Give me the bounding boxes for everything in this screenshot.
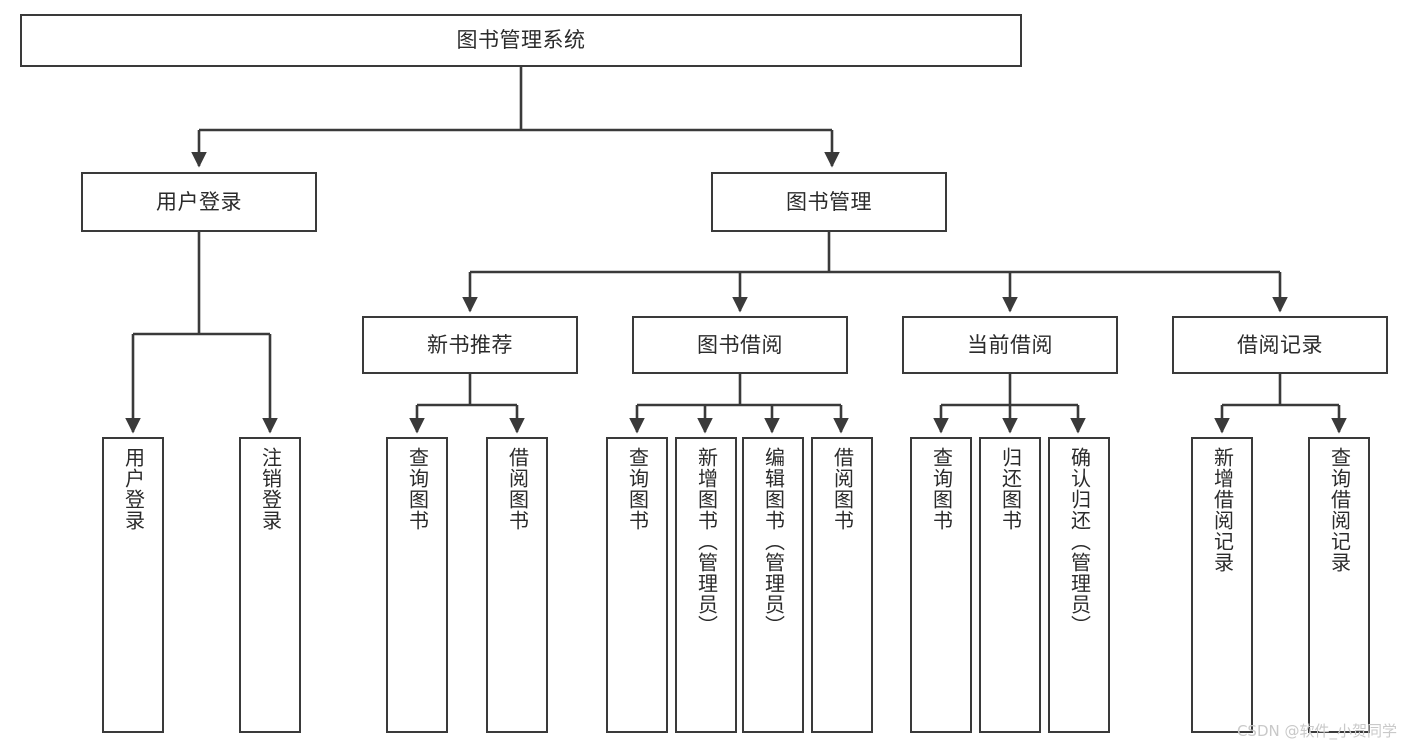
node-label: 查询图书 — [405, 447, 430, 531]
node-root-system[interactable]: 图书管理系统 — [20, 14, 1022, 67]
node-label: 当前借阅 — [967, 332, 1053, 357]
node-label: 确认归还（管理员） — [1067, 447, 1092, 636]
node-label: 借阅记录 — [1237, 332, 1323, 357]
node-label: 归还图书 — [998, 447, 1023, 531]
leaf-new-book-borrow[interactable]: 借阅图书 — [486, 437, 548, 733]
node-label: 查询图书 — [929, 447, 954, 531]
leaf-book-borrow-edit[interactable]: 编辑图书（管理员） — [742, 437, 804, 733]
node-label: 注销登录 — [258, 447, 283, 531]
leaf-current-borrow-confirm-return[interactable]: 确认归还（管理员） — [1048, 437, 1110, 733]
node-label: 借阅图书 — [830, 447, 855, 531]
leaf-new-book-query[interactable]: 查询图书 — [386, 437, 448, 733]
node-label: 新增图书（管理员） — [694, 447, 719, 636]
watermark-text: CSDN @软件_小贺同学 — [1236, 722, 1397, 740]
node-label: 图书管理 — [786, 189, 872, 214]
leaf-book-borrow-borrow[interactable]: 借阅图书 — [811, 437, 873, 733]
node-label: 用户登录 — [156, 189, 242, 214]
node-label: 新增借阅记录 — [1210, 447, 1235, 573]
node-book-borrow[interactable]: 图书借阅 — [632, 316, 848, 374]
node-label: 新书推荐 — [427, 332, 513, 357]
node-borrow-record[interactable]: 借阅记录 — [1172, 316, 1388, 374]
leaf-current-borrow-return[interactable]: 归还图书 — [979, 437, 1041, 733]
leaf-book-borrow-add[interactable]: 新增图书（管理员） — [675, 437, 737, 733]
node-label: 借阅图书 — [505, 447, 530, 531]
leaf-book-borrow-query[interactable]: 查询图书 — [606, 437, 668, 733]
node-user-login[interactable]: 用户登录 — [81, 172, 317, 232]
leaf-user-login-login[interactable]: 用户登录 — [102, 437, 164, 733]
node-label: 用户登录 — [121, 447, 146, 531]
node-label: 查询图书 — [625, 447, 650, 531]
node-current-borrow[interactable]: 当前借阅 — [902, 316, 1118, 374]
leaf-current-borrow-query[interactable]: 查询图书 — [910, 437, 972, 733]
node-new-book-recommend[interactable]: 新书推荐 — [362, 316, 578, 374]
leaf-borrow-record-add[interactable]: 新增借阅记录 — [1191, 437, 1253, 733]
node-label: 编辑图书（管理员） — [761, 447, 786, 636]
leaf-user-login-logout[interactable]: 注销登录 — [239, 437, 301, 733]
node-book-management[interactable]: 图书管理 — [711, 172, 947, 232]
leaf-borrow-record-query[interactable]: 查询借阅记录 — [1308, 437, 1370, 733]
node-label: 图书借阅 — [697, 332, 783, 357]
node-label: 查询借阅记录 — [1327, 447, 1352, 573]
node-label: 图书管理系统 — [456, 28, 586, 53]
